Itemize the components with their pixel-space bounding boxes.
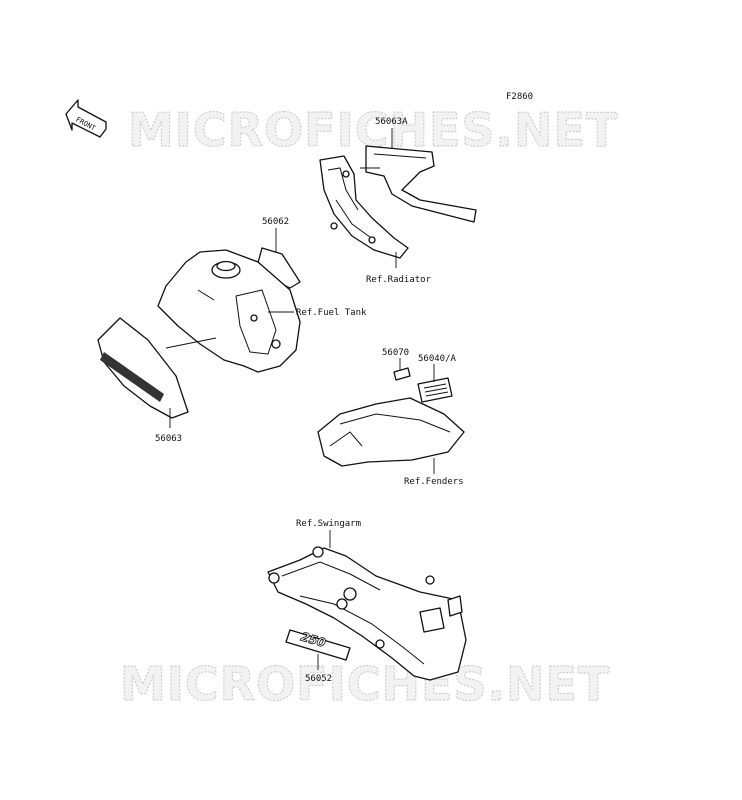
ref-fenders: Ref.Fenders	[404, 477, 464, 487]
callout-56070: 56070	[382, 348, 409, 358]
figure-code: F2860	[506, 92, 533, 102]
watermark-top: MICROFICHES.NET	[128, 103, 618, 157]
warning-decal-56040A	[417, 377, 453, 403]
ref-fuel-tank: Ref.Fuel Tank	[296, 308, 367, 318]
ref-radiator: Ref.Radiator	[366, 275, 432, 285]
ref-swingarm: Ref.Swingarm	[296, 519, 361, 529]
kawasaki-decal: Kawasaki	[97, 317, 189, 419]
radiator-shroud-decal	[365, 145, 477, 223]
watermark-bottom: MICROFICHES.NET	[120, 657, 610, 711]
model-decal-56052: 250	[285, 629, 351, 661]
fuel-tank	[157, 249, 301, 373]
callout-56040A: 56040/A	[418, 354, 457, 364]
swingarm	[267, 546, 467, 681]
front-arrow-icon: FRONT	[65, 99, 107, 138]
small-decal-56070	[393, 367, 411, 381]
callout-56052: 56052	[305, 674, 332, 684]
rear-fender	[317, 397, 465, 467]
callout-56063A: 56063A	[375, 117, 408, 127]
radiator-shroud-part	[319, 155, 409, 259]
callout-56062: 56062	[262, 217, 289, 227]
callout-56063: 56063	[155, 434, 182, 444]
